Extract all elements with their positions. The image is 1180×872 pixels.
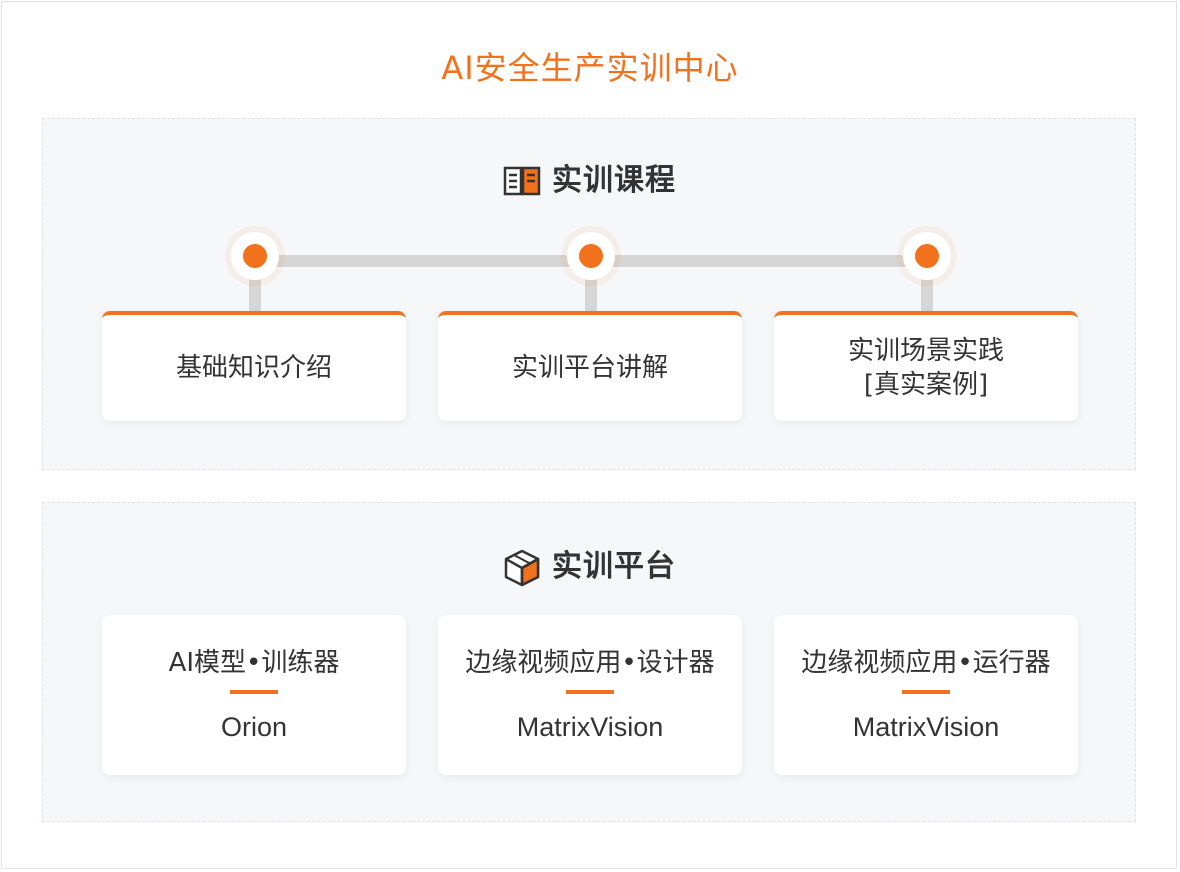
platform-name: 边缘视频应用•运行器: [801, 648, 1051, 678]
platform-title: 实训平台: [552, 549, 676, 584]
platform-section: 实训平台 AI模型•训练器 Orion 边缘视频应用•设计器 MatrixVis…: [42, 502, 1136, 822]
course-label: 实训场景实践: [847, 336, 1004, 366]
courses-section: 实训课程 基础知识介绍 实训平台讲解 实训场景实践 [真实案例]: [42, 118, 1136, 470]
course-sublabel: [真实案例]: [863, 370, 989, 400]
platform-card-designer: 边缘视频应用•设计器 MatrixVision: [438, 615, 742, 775]
page-title: AI安全生产实训中心: [441, 49, 739, 87]
timeline-node-dot-2: [579, 244, 603, 268]
course-label: 实训平台讲解: [511, 353, 668, 383]
platform-brand: MatrixVision: [852, 712, 1000, 742]
timeline-node-glow-2: [561, 226, 621, 286]
courses-title: 实训课程: [552, 163, 676, 198]
platform-brand: Orion: [220, 712, 288, 742]
accent-divider: [566, 690, 614, 694]
courses-heading: 实训课程: [43, 161, 1135, 201]
platform-card-orion: AI模型•训练器 Orion: [102, 615, 406, 775]
timeline-node-glow-1: [225, 226, 285, 286]
course-card-basics: 基础知识介绍: [102, 311, 406, 421]
accent-divider: [230, 690, 278, 694]
timeline-node-dot-1: [243, 244, 267, 268]
timeline-node-ring-2: [567, 232, 615, 280]
cube-box-icon: [504, 549, 540, 587]
timeline-node-dot-3: [915, 244, 939, 268]
timeline-node-ring-1: [231, 232, 279, 280]
platform-card-runner: 边缘视频应用•运行器 MatrixVision: [774, 615, 1078, 775]
platform-brand: MatrixVision: [516, 712, 664, 742]
timeline-node-glow-3: [897, 226, 957, 286]
platform-name: 边缘视频应用•设计器: [465, 648, 715, 678]
open-book-icon: [503, 166, 541, 196]
course-card-platform-intro: 实训平台讲解: [438, 311, 742, 421]
accent-divider: [902, 690, 950, 694]
course-card-scenario-practice: 实训场景实践 [真实案例]: [774, 311, 1078, 421]
platform-heading: 实训平台: [43, 547, 1135, 587]
timeline-node-ring-3: [903, 232, 951, 280]
course-label: 基础知识介绍: [175, 353, 332, 383]
platform-name: AI模型•训练器: [168, 648, 340, 678]
